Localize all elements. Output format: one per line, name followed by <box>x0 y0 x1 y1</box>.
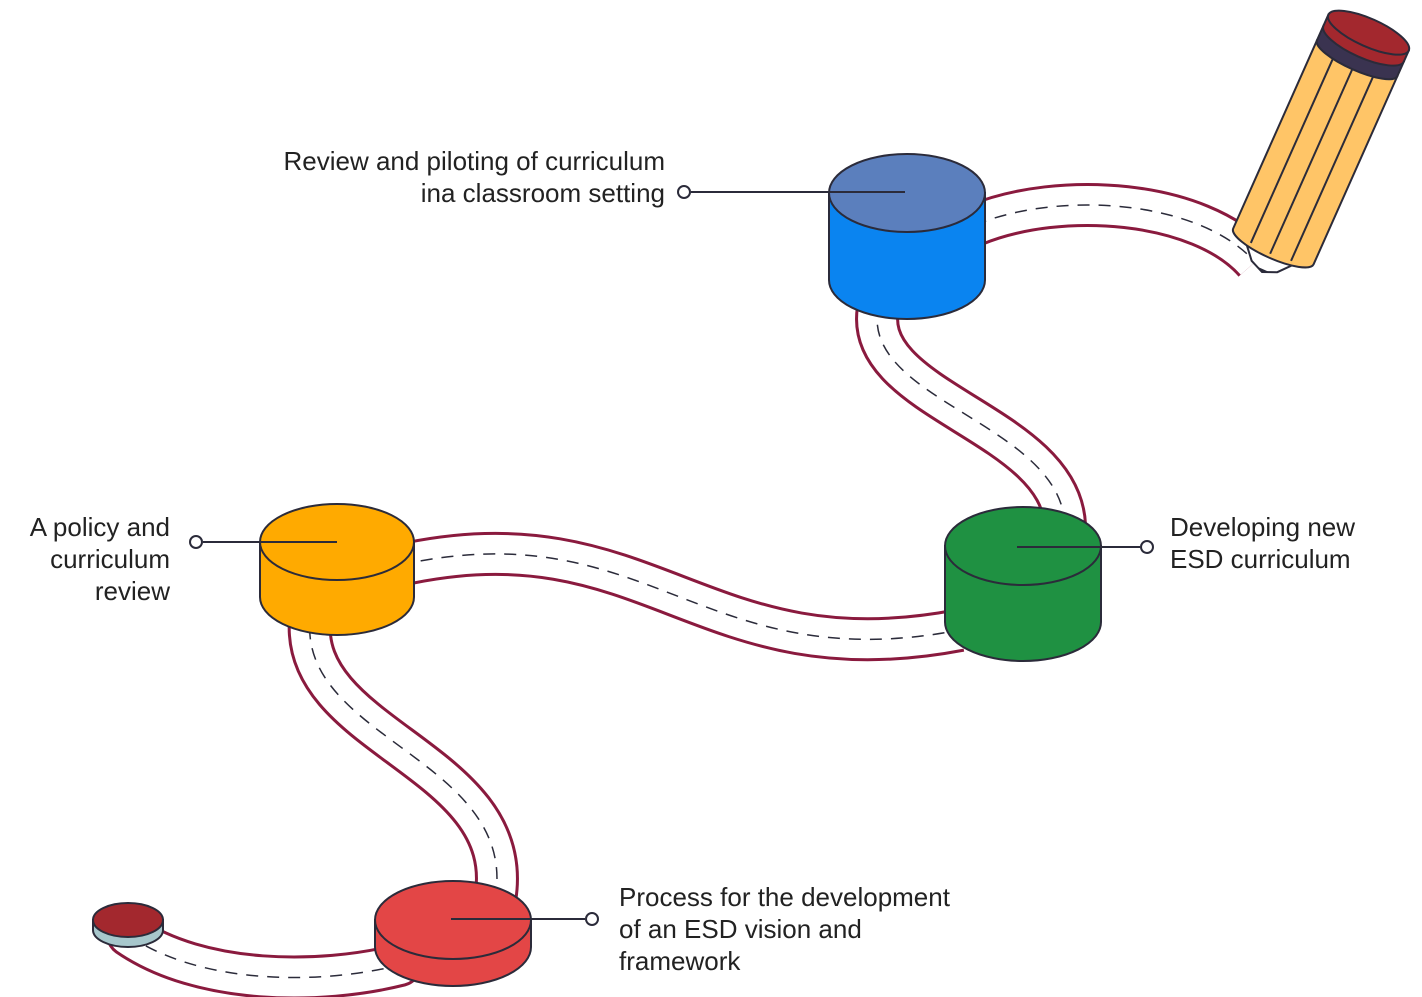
leader-lines <box>189 185 1154 926</box>
step-3-label-line-2: ESD curriculum <box>1170 544 1351 574</box>
start-marker-icon <box>92 902 164 948</box>
step-3-cylinder <box>944 506 1102 662</box>
step-2-label: A policy and curriculum review <box>30 511 170 607</box>
step-2-label-line-2: curriculum <box>50 544 170 574</box>
road-path <box>106 182 1272 997</box>
step-3-label-line-1: Developing new <box>1170 512 1356 542</box>
step-3-label: Developing new ESD curriculum <box>1170 511 1355 575</box>
step-1-label-line-1: Process for the development <box>619 882 950 912</box>
step-4-label: Review and piloting of curriculum ina cl… <box>283 145 665 209</box>
pencil-icon <box>1231 9 1411 274</box>
leader-step-1 <box>451 912 599 926</box>
road-segment-4 <box>966 182 1272 278</box>
step-2-cylinder <box>259 503 415 636</box>
step-1-label-line-3: framework <box>619 946 741 976</box>
step-2-label-line-1: A policy and <box>29 512 170 542</box>
step-4-label-line-2: ina classroom setting <box>420 178 665 208</box>
step-2-label-line-3: review <box>94 576 170 606</box>
road-segment-3 <box>855 293 1087 528</box>
road-segment-start <box>106 913 422 997</box>
leader-step-4 <box>677 185 905 199</box>
step-1-label: Process for the development of an ESD vi… <box>619 881 950 977</box>
leader-step-3 <box>1017 540 1154 554</box>
step-1-label-line-2: of an ESD vision and <box>619 914 862 944</box>
step-4-label-line-1: Review and piloting of curriculum <box>283 146 665 176</box>
road-segment-1 <box>287 618 519 904</box>
leader-step-2 <box>189 535 337 549</box>
step-1-cylinder <box>374 880 532 987</box>
step-4-cylinder <box>828 153 986 320</box>
road-segment-2 <box>395 531 965 662</box>
